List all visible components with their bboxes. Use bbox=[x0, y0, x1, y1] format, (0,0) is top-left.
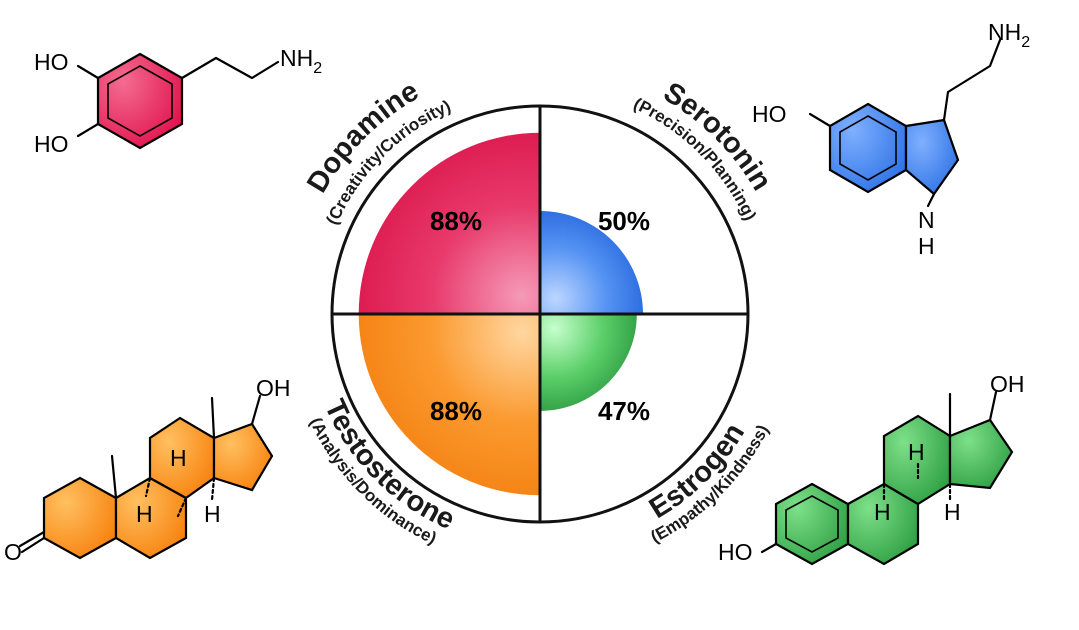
dopamine-ring bbox=[96, 52, 184, 150]
estrogen-h1: H bbox=[908, 439, 925, 465]
estrogen-percent: 47% bbox=[598, 396, 650, 426]
estrogen-ho: HO bbox=[718, 539, 753, 565]
testosterone-ring-d bbox=[212, 422, 274, 492]
testosterone-h3: H bbox=[204, 501, 221, 527]
testosterone-molecule: O OH H H H bbox=[4, 375, 291, 565]
testosterone-wedge bbox=[358, 314, 540, 496]
dopamine-wedge bbox=[358, 132, 540, 314]
estrogen-h2: H bbox=[874, 499, 891, 525]
testosterone-oh: OH bbox=[256, 375, 291, 401]
dopamine-percent: 88% bbox=[430, 206, 482, 236]
testosterone-h2: H bbox=[136, 501, 153, 527]
dopamine-ho-top: HO bbox=[34, 49, 69, 75]
serotonin-percent: 50% bbox=[598, 206, 650, 236]
estrogen-h3: H bbox=[944, 499, 961, 525]
serotonin-molecule: HO NH2 N H bbox=[752, 19, 1030, 259]
testosterone-ring-a bbox=[42, 476, 118, 560]
estrogen-wedge bbox=[540, 314, 637, 411]
testosterone-h1: H bbox=[170, 445, 187, 471]
dopamine-molecule: HO HO NH2 bbox=[34, 45, 322, 157]
dopamine-nh2: NH2 bbox=[280, 45, 322, 77]
serotonin-nh2: NH2 bbox=[988, 19, 1030, 51]
estrogen-ring-d bbox=[948, 418, 1014, 490]
serotonin-pyrrole-ring bbox=[904, 118, 960, 196]
quadrant-chart: 88% 50% 88% 47% bbox=[330, 104, 750, 524]
serotonin-n: N bbox=[918, 207, 935, 233]
testosterone-o: O bbox=[4, 539, 22, 565]
dopamine-ho-bottom: HO bbox=[34, 131, 69, 157]
serotonin-ho: HO bbox=[752, 101, 787, 127]
estrogen-oh: OH bbox=[990, 371, 1025, 397]
testosterone-percent: 88% bbox=[430, 396, 482, 426]
serotonin-benzene-ring bbox=[828, 102, 908, 194]
serotonin-h: H bbox=[918, 233, 935, 259]
serotonin-wedge bbox=[540, 211, 643, 314]
estrogen-molecule: HO OH H H H bbox=[718, 371, 1025, 566]
